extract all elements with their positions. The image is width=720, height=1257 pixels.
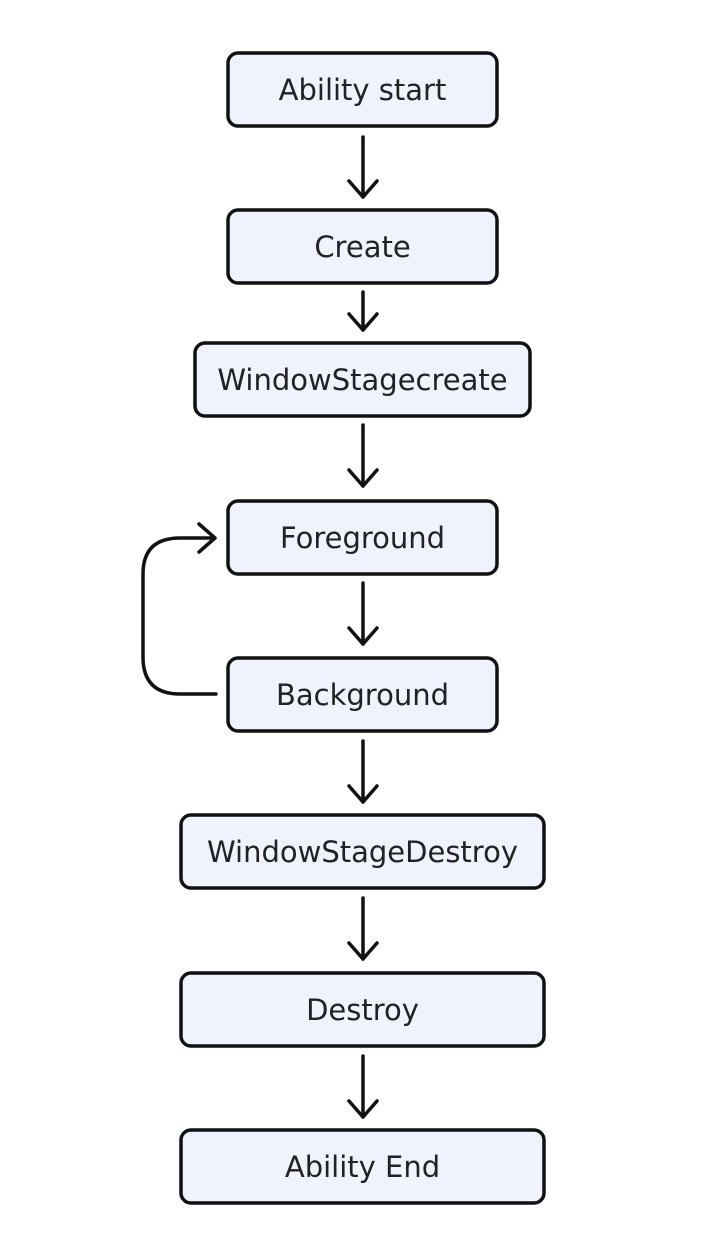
edge-create-to-window-stage-create [347,290,379,332]
edge-window-stage-destroy-to-destroy [347,896,379,961]
node-foreground: Foreground [226,499,499,576]
node-window-stage-destroy-label: WindowStageDestroy [207,835,518,869]
node-foreground-label: Foreground [280,521,445,555]
node-destroy-label: Destroy [306,993,419,1027]
node-create-label: Create [314,230,410,264]
node-window-stage-create-label: WindowStagecreate [217,363,507,397]
node-background: Background [226,656,499,733]
node-destroy: Destroy [179,971,546,1048]
node-background-label: Background [276,678,449,712]
edge-destroy-to-ability-end [347,1054,379,1119]
node-ability-end: Ability End [179,1128,546,1205]
edge-window-stage-create-to-foreground [347,423,379,488]
edge-background-loop-to-foreground [141,522,218,696]
edge-background-to-window-stage-destroy [347,739,379,804]
node-ability-end-label: Ability End [285,1150,440,1184]
node-window-stage-destroy: WindowStageDestroy [179,813,546,890]
edge-foreground-to-background [347,581,379,646]
node-window-stage-create: WindowStagecreate [193,341,532,418]
node-ability-start-label: Ability start [279,73,447,107]
edge-ability-start-to-create [347,135,379,199]
node-create: Create [226,208,499,285]
node-ability-start: Ability start [226,51,499,128]
